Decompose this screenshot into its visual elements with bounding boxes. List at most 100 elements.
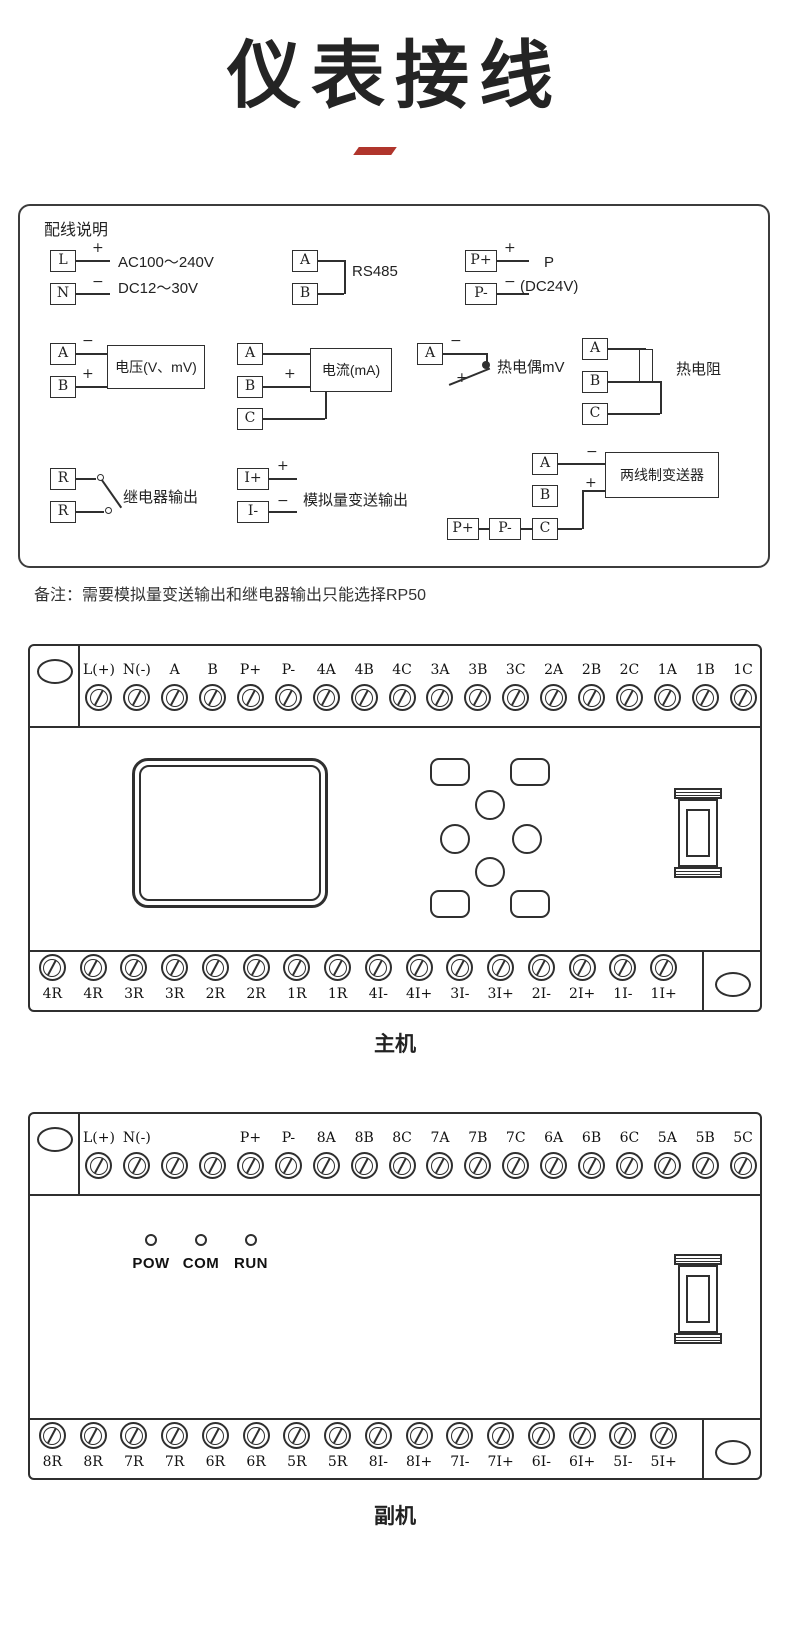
terminal: L(+) bbox=[80, 1130, 118, 1179]
terminal: 1R bbox=[317, 954, 358, 1006]
minus-sign: − bbox=[586, 444, 598, 460]
terminal-label: 2B bbox=[581, 662, 602, 678]
nav-down-button bbox=[475, 857, 505, 887]
function-button bbox=[510, 758, 550, 786]
terminal-label: 4A bbox=[316, 662, 336, 678]
terminal: 4R bbox=[73, 954, 114, 1006]
terminal-label: 5I+ bbox=[650, 1454, 677, 1470]
screw-terminal bbox=[650, 1422, 678, 1449]
minus-sign: − bbox=[82, 333, 94, 349]
wire bbox=[325, 392, 327, 419]
screw-terminal bbox=[426, 1152, 454, 1179]
screw-terminal bbox=[201, 1422, 229, 1449]
wire bbox=[558, 528, 582, 530]
screw-terminal bbox=[123, 684, 151, 711]
terminal-label: 1C bbox=[733, 662, 753, 678]
terminal-label: 4B bbox=[354, 662, 374, 678]
sub-top-terminal-row: L(+) N(-) P+ P- 8A 8B bbox=[80, 1130, 762, 1179]
wire bbox=[344, 260, 346, 294]
terminal: 6B bbox=[573, 1130, 611, 1179]
screw-terminal bbox=[653, 1152, 681, 1179]
terminal: 2B bbox=[573, 662, 611, 711]
screw-terminal bbox=[487, 954, 515, 981]
wire bbox=[269, 511, 297, 513]
connector-cap bbox=[674, 788, 722, 799]
terminal: 2R bbox=[236, 954, 277, 1006]
switch-blade bbox=[101, 479, 123, 509]
screw-terminal bbox=[487, 1422, 515, 1449]
screw-terminal bbox=[85, 1152, 113, 1179]
divider bbox=[702, 950, 704, 1011]
screw-terminal bbox=[650, 954, 678, 981]
terminal-box-C: C bbox=[582, 403, 608, 425]
function-button bbox=[430, 758, 470, 786]
screw-terminal bbox=[85, 684, 113, 711]
terminal-box-Pplus: P+ bbox=[447, 518, 479, 540]
screw-terminal bbox=[364, 1422, 392, 1449]
plus-sign: + bbox=[277, 458, 289, 474]
wire bbox=[521, 528, 532, 530]
wire bbox=[608, 413, 660, 415]
terminal-label: N(-) bbox=[122, 662, 151, 678]
terminal: 5R bbox=[317, 1422, 358, 1474]
terminal-label: 2R bbox=[205, 986, 226, 1002]
terminal-label: P- bbox=[281, 1130, 296, 1146]
screw-terminal bbox=[161, 1422, 189, 1449]
screw-terminal bbox=[615, 684, 643, 711]
plus-sign: + bbox=[585, 475, 597, 491]
terminal-label: 6R bbox=[205, 1454, 226, 1470]
led-label: RUN bbox=[234, 1255, 268, 1272]
screw-terminal bbox=[283, 954, 311, 981]
terminal bbox=[194, 1130, 232, 1179]
terminal-box-Iminus: I- bbox=[237, 501, 269, 523]
junction-dot bbox=[482, 361, 490, 369]
terminal-label: 8R bbox=[42, 1454, 63, 1470]
terminal: 1I+ bbox=[643, 954, 684, 1006]
terminal-label: 5R bbox=[287, 1454, 307, 1470]
screw-terminal bbox=[38, 1422, 66, 1449]
wire bbox=[263, 418, 325, 420]
terminal: 6R bbox=[236, 1422, 277, 1474]
connector-cap bbox=[674, 867, 722, 878]
contact-node bbox=[105, 507, 112, 514]
terminal-box-C: C bbox=[237, 408, 263, 430]
wire bbox=[269, 478, 297, 480]
screw-terminal bbox=[568, 954, 596, 981]
terminal: 5B bbox=[686, 1130, 724, 1179]
terminal-label: 5R bbox=[327, 1454, 348, 1470]
terminal: 8A bbox=[307, 1130, 345, 1179]
terminal-box-A: A bbox=[237, 343, 263, 365]
divider bbox=[702, 1418, 704, 1479]
connector-slot bbox=[686, 809, 710, 857]
terminal-box-N: N bbox=[50, 283, 76, 305]
screw-terminal bbox=[527, 1422, 555, 1449]
screw-terminal bbox=[364, 954, 392, 981]
wire bbox=[582, 490, 584, 529]
terminal: 4C bbox=[383, 662, 421, 711]
terminal-label: 1R bbox=[327, 986, 348, 1002]
terminal-label: 1R bbox=[287, 986, 307, 1002]
rtd-label: 热电阻 bbox=[676, 361, 722, 378]
terminal-label: 7B bbox=[468, 1130, 488, 1146]
terminal: 1R bbox=[277, 954, 318, 1006]
power-spec-dc: DC12～30V bbox=[118, 280, 199, 297]
connector-cap bbox=[674, 1254, 722, 1265]
terminal-label: 5B bbox=[695, 1130, 715, 1146]
terminal: 3R bbox=[154, 954, 195, 1006]
terminal: 8R bbox=[32, 1422, 73, 1474]
terminal: P- bbox=[269, 662, 307, 711]
terminal-box-L: L bbox=[50, 250, 76, 272]
terminal-label: A bbox=[169, 662, 180, 678]
terminal-box-A: A bbox=[532, 453, 558, 475]
screw-terminal bbox=[350, 1152, 378, 1179]
contact-node bbox=[97, 474, 104, 481]
p24-label: P bbox=[544, 254, 555, 271]
terminal: 5R bbox=[277, 1422, 318, 1474]
terminal-label: 7A bbox=[430, 1130, 450, 1146]
screw-terminal bbox=[199, 684, 227, 711]
terminal-box-B: B bbox=[237, 376, 263, 398]
screw-terminal bbox=[324, 1422, 352, 1449]
terminal: L(+) bbox=[80, 662, 118, 711]
mounting-hole bbox=[715, 972, 751, 997]
